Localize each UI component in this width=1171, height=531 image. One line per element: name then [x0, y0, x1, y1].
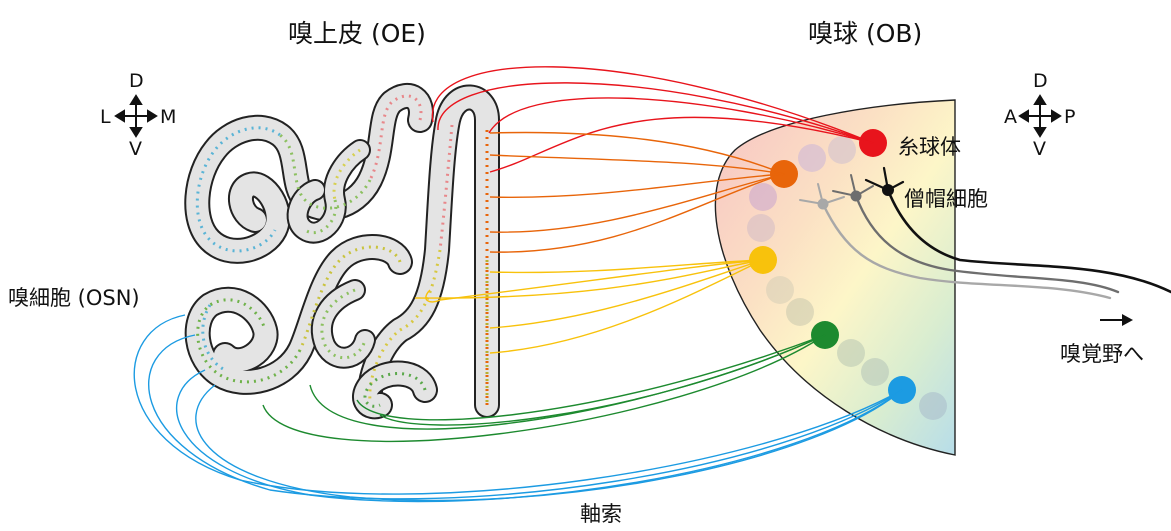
title-olfactory-epithelium: 嗅上皮 (OE)	[288, 19, 426, 48]
to-cortex-arrow	[1100, 314, 1133, 326]
compass-right-arrows	[1018, 94, 1062, 138]
label-to-cortex: 嗅覚野へ	[1060, 342, 1144, 366]
label-osn: 嗅細胞 (OSN)	[8, 286, 140, 310]
label-glomerulus: 糸球体	[898, 135, 961, 159]
compass-left-right: M	[160, 106, 177, 128]
compass-left-down: V	[129, 138, 142, 160]
label-axon: 軸索	[580, 502, 622, 526]
title-olfactory-bulb: 嗅球 (OB)	[808, 19, 923, 48]
osn-cell-bodies	[195, 94, 489, 408]
faded-glomeruli	[747, 136, 947, 420]
colored-glomeruli	[749, 129, 916, 404]
compass-left-up: D	[129, 70, 144, 92]
mitral-cells	[799, 166, 1171, 300]
compass-right-left: A	[1004, 106, 1017, 128]
compass-right-right: P	[1064, 106, 1076, 128]
label-mitral-cell: 僧帽細胞	[904, 187, 988, 211]
compass-left-left: L	[100, 106, 111, 128]
compass-right-up: D	[1033, 70, 1048, 92]
axons	[133, 66, 903, 503]
compass-left-arrows	[114, 94, 158, 138]
compass-right-down: V	[1033, 138, 1046, 160]
